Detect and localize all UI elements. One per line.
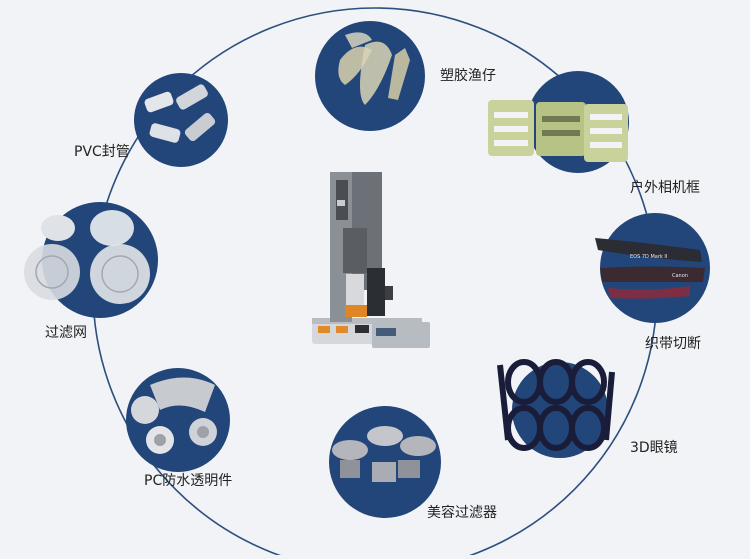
circle-glasses xyxy=(497,359,615,458)
label-filter-mesh: 过滤网 xyxy=(45,325,87,341)
strap-print-left: EOS 7D Mark II xyxy=(630,254,667,260)
label-pc-waterproof: PC防水透明件 xyxy=(144,473,233,489)
strap-print-right: Canon xyxy=(672,273,688,279)
circle-pvc-tube xyxy=(134,73,228,167)
circle-strap: EOS 7D Mark II Canon xyxy=(595,213,710,323)
label-beauty-filter: 美容过滤器 xyxy=(427,505,497,521)
circle-beauty-filter xyxy=(329,406,441,518)
label-toy: 塑胶渔仔 xyxy=(440,68,496,84)
label-pvc-tube: PVC封管 xyxy=(74,144,130,160)
label-strap-cutting: 织带切断 xyxy=(645,336,701,352)
label-camera-frame: 户外相机框 xyxy=(630,180,700,196)
label-3d-glasses: 3D眼镜 xyxy=(630,440,678,456)
circle-toy xyxy=(315,21,425,131)
ultrasonic-welding-machine xyxy=(312,172,430,348)
circle-filter-mesh xyxy=(24,202,158,318)
circle-pc-parts xyxy=(126,368,230,472)
circle-camera-frame xyxy=(488,71,629,173)
